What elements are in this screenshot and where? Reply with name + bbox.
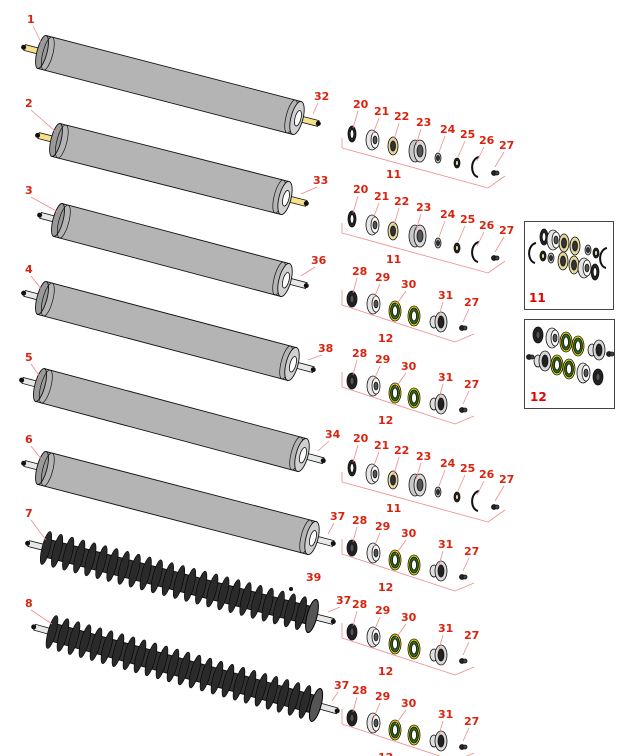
part-ref-28: 28 (352, 514, 367, 527)
extra-ref-label: 39 (306, 571, 321, 584)
part-ref-20: 20 (353, 432, 369, 445)
kit-ref-label: 12 (378, 332, 393, 345)
end-ref-label: 37 (334, 679, 349, 692)
kit-ref-label: 12 (378, 414, 393, 427)
roller-ref-label: 8 (25, 597, 33, 610)
part-ref-28: 28 (352, 265, 367, 278)
end-ref-label: 34 (325, 428, 341, 441)
part-ref-28: 28 (352, 598, 367, 611)
part-ref-25: 25 (460, 128, 475, 141)
part-ref-28: 28 (352, 347, 367, 360)
kit-12-box-label: 12 (530, 390, 547, 404)
part-ref-30: 30 (401, 360, 417, 373)
part-ref-29: 29 (375, 520, 390, 533)
end-ref-label: 32 (314, 90, 329, 103)
part-ref-21: 21 (374, 439, 389, 452)
part-ref-23: 23 (416, 116, 431, 129)
part-ref-31: 31 (438, 708, 453, 721)
part-ref-27: 27 (499, 224, 514, 237)
roller-2: 2 33 (25, 97, 328, 216)
roller-8: 8 37 (25, 597, 349, 722)
part-ref-31: 31 (438, 371, 453, 384)
part-ref-27: 27 (464, 545, 479, 558)
roller-ref-label: 3 (25, 184, 33, 197)
kit-11-box-label: 11 (529, 291, 546, 305)
kits-layer: 20 21 22 23 24 25 26 27 11 20 21 22 23 24 25 26 27 11 28 29… (341, 98, 514, 756)
part-ref-21: 21 (374, 190, 389, 203)
part-ref-20: 20 (353, 183, 369, 196)
part-ref-28: 28 (352, 684, 367, 697)
part-ref-29: 29 (375, 690, 390, 703)
part-ref-23: 23 (416, 450, 431, 463)
roller-ref-label: 5 (25, 351, 33, 364)
part-ref-31: 31 (438, 622, 453, 635)
part-ref-25: 25 (460, 462, 475, 475)
end-ref-label: 37 (336, 594, 351, 607)
part-ref-29: 29 (375, 353, 390, 366)
part-ref-22: 22 (394, 195, 409, 208)
part-ref-29: 29 (375, 604, 390, 617)
part-ref-24: 24 (440, 123, 456, 136)
roller-5: 5 34 (19, 351, 341, 472)
part-ref-27: 27 (464, 715, 479, 728)
kit-ref-label: 12 (378, 581, 393, 594)
kit-ref-label: 12 (378, 665, 393, 678)
part-ref-25: 25 (460, 213, 475, 226)
kit-12-row: 28 29 30 31 27 12 (341, 684, 479, 756)
end-ref-label: 38 (318, 342, 333, 355)
part-ref-23: 23 (416, 201, 431, 214)
kit-11-row: 20 21 22 23 24 25 26 27 11 (341, 183, 514, 274)
part-ref-22: 22 (394, 444, 409, 457)
part-ref-26: 26 (479, 219, 495, 232)
roller-ref-label: 6 (25, 433, 33, 446)
part-ref-27: 27 (464, 629, 479, 642)
roller-ref-label: 7 (25, 507, 33, 520)
part-ref-20: 20 (353, 98, 369, 111)
part-ref-27: 27 (464, 296, 479, 309)
kit-11-row: 20 21 22 23 24 25 26 27 11 (341, 432, 514, 523)
part-ref-24: 24 (440, 457, 456, 470)
roller-3: 3 36 (25, 184, 327, 297)
kit-ref-label: 11 (386, 253, 401, 266)
part-ref-21: 21 (374, 105, 389, 118)
part-ref-26: 26 (479, 468, 495, 481)
kit-12-row: 28 29 30 31 27 12 (341, 347, 479, 427)
part-ref-27: 27 (499, 139, 514, 152)
kit-12-row: 28 29 30 31 27 12 (341, 598, 479, 678)
roller-ref-label: 2 (25, 97, 33, 110)
kit-12-row: 28 29 30 31 27 12 (341, 514, 479, 594)
roller-ref-label: 1 (27, 13, 35, 26)
kit-ref-label: 11 (386, 168, 401, 181)
roller-ref-label: 4 (25, 263, 33, 276)
part-ref-22: 22 (394, 110, 409, 123)
part-ref-26: 26 (479, 134, 495, 147)
part-ref-30: 30 (401, 278, 417, 291)
part-ref-29: 29 (375, 271, 390, 284)
end-ref-label: 37 (330, 510, 345, 523)
part-ref-24: 24 (440, 208, 456, 221)
roller-4: 4 38 (21, 263, 333, 381)
kit-12-row: 28 29 30 31 27 12 (341, 265, 479, 345)
kit-ref-label: 11 (386, 502, 401, 515)
kit-11-row: 20 21 22 23 24 25 26 27 11 (341, 98, 514, 189)
part-ref-27: 27 (464, 378, 479, 391)
roller-7: 7 37 39 (25, 507, 351, 634)
part-ref-31: 31 (438, 538, 453, 551)
part-ref-30: 30 (401, 527, 417, 540)
part-ref-31: 31 (438, 289, 453, 302)
kit-12-legend-box: 12 (524, 319, 615, 409)
part-ref-27: 27 (499, 473, 514, 486)
kit-ref-label: 12 (378, 751, 393, 756)
part-ref-30: 30 (401, 611, 417, 624)
end-ref-label: 36 (311, 254, 327, 267)
roller-1: 1 32 (21, 13, 329, 136)
roller-6: 6 37 (21, 433, 345, 556)
kit-11-legend-box: 11 (524, 221, 614, 310)
part-ref-30: 30 (401, 697, 417, 710)
end-ref-label: 33 (313, 174, 328, 187)
